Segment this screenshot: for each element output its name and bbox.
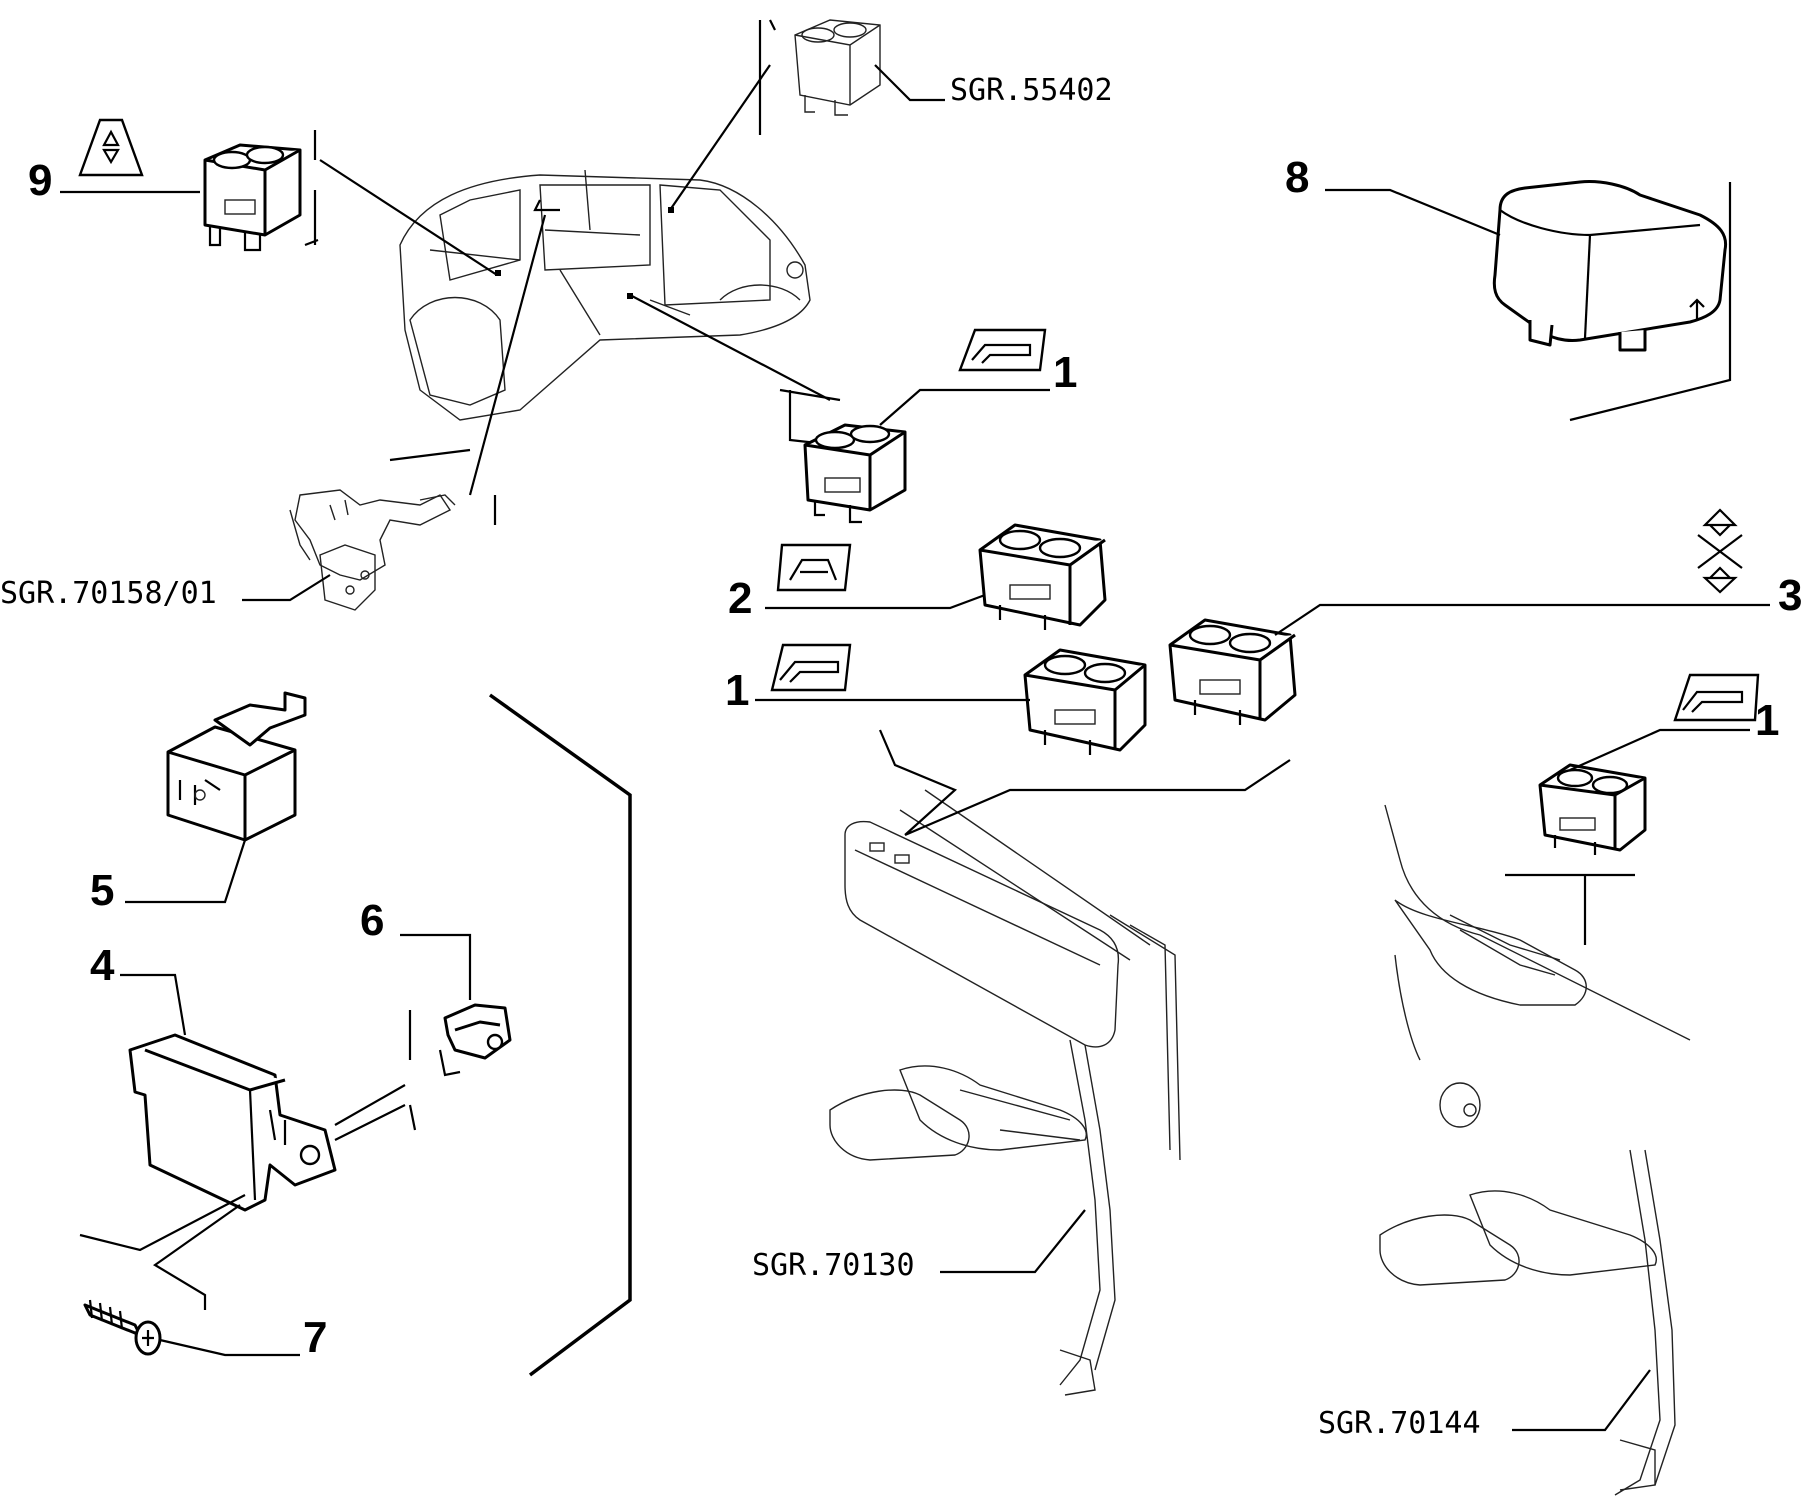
screw-7 [83,1299,162,1356]
leader-2 [765,593,986,610]
switch-1-top [803,423,907,524]
leader-70130 [940,1209,1086,1274]
leader-4 [120,973,187,1036]
switch-symbol-2 [776,543,852,592]
door-regulator-70130 [829,789,1181,1396]
callout-7: 7 [303,1313,327,1362]
leader-70144 [1512,1369,1651,1432]
switch-symbol-3 [1697,508,1743,594]
ref-sgr-55402: SGR.55402 [950,73,1113,108]
callout-1-mid: 1 [725,666,749,715]
leader-70130-top [878,729,1291,837]
switch-9 [203,143,302,252]
leader-1-right [1569,728,1750,772]
connector-6 [438,1003,512,1077]
module-4 [128,1033,337,1212]
callout-5: 5 [90,866,114,915]
frame-1-right [1505,873,1635,945]
callout-3: 3 [1778,571,1802,620]
switch-symbol-1-top [958,328,1047,372]
leader-7 [159,1338,300,1357]
switch-symbol-9 [78,118,144,177]
callout-2: 2 [728,574,752,623]
leader-55402 [874,64,945,102]
relay-5 [166,691,307,842]
leader-1-top [879,388,1050,426]
relay-8 [1492,180,1728,352]
group-boundary [488,693,632,1377]
switch-symbol-1-mid [770,643,852,692]
callout-1-top: 1 [1053,348,1077,397]
callout-8: 8 [1285,153,1309,202]
leader-5 [125,839,247,904]
door-regulator-70144 [1379,804,1691,1496]
switch-55402 [794,19,881,116]
frame-8 [1569,182,1732,422]
callout-6: 6 [360,896,384,945]
switch-2 [978,523,1107,630]
callout-1-right: 1 [1755,696,1779,745]
door-lock-70158 [289,489,456,611]
switch-1-mid [1023,648,1147,755]
bracket-4-6 [334,1010,417,1141]
leader-6 [400,933,472,1000]
switch-1-right [1538,763,1647,855]
callout-4: 4 [90,941,115,990]
leader-70158 [242,574,331,602]
leader-3 [1274,603,1770,636]
switch-3 [1168,618,1297,725]
callout-9: 9 [28,156,52,205]
switch-symbol-1-right [1673,673,1760,722]
leader-8 [1325,188,1501,237]
ref-sgr-70158: SGR.70158/01 [0,576,217,611]
vehicle-body-illustration [304,19,841,525]
ref-sgr-70130: SGR.70130 [752,1248,915,1283]
bracket-4-7 [79,1194,246,1310]
ref-sgr-70144: SGR.70144 [1318,1406,1481,1441]
